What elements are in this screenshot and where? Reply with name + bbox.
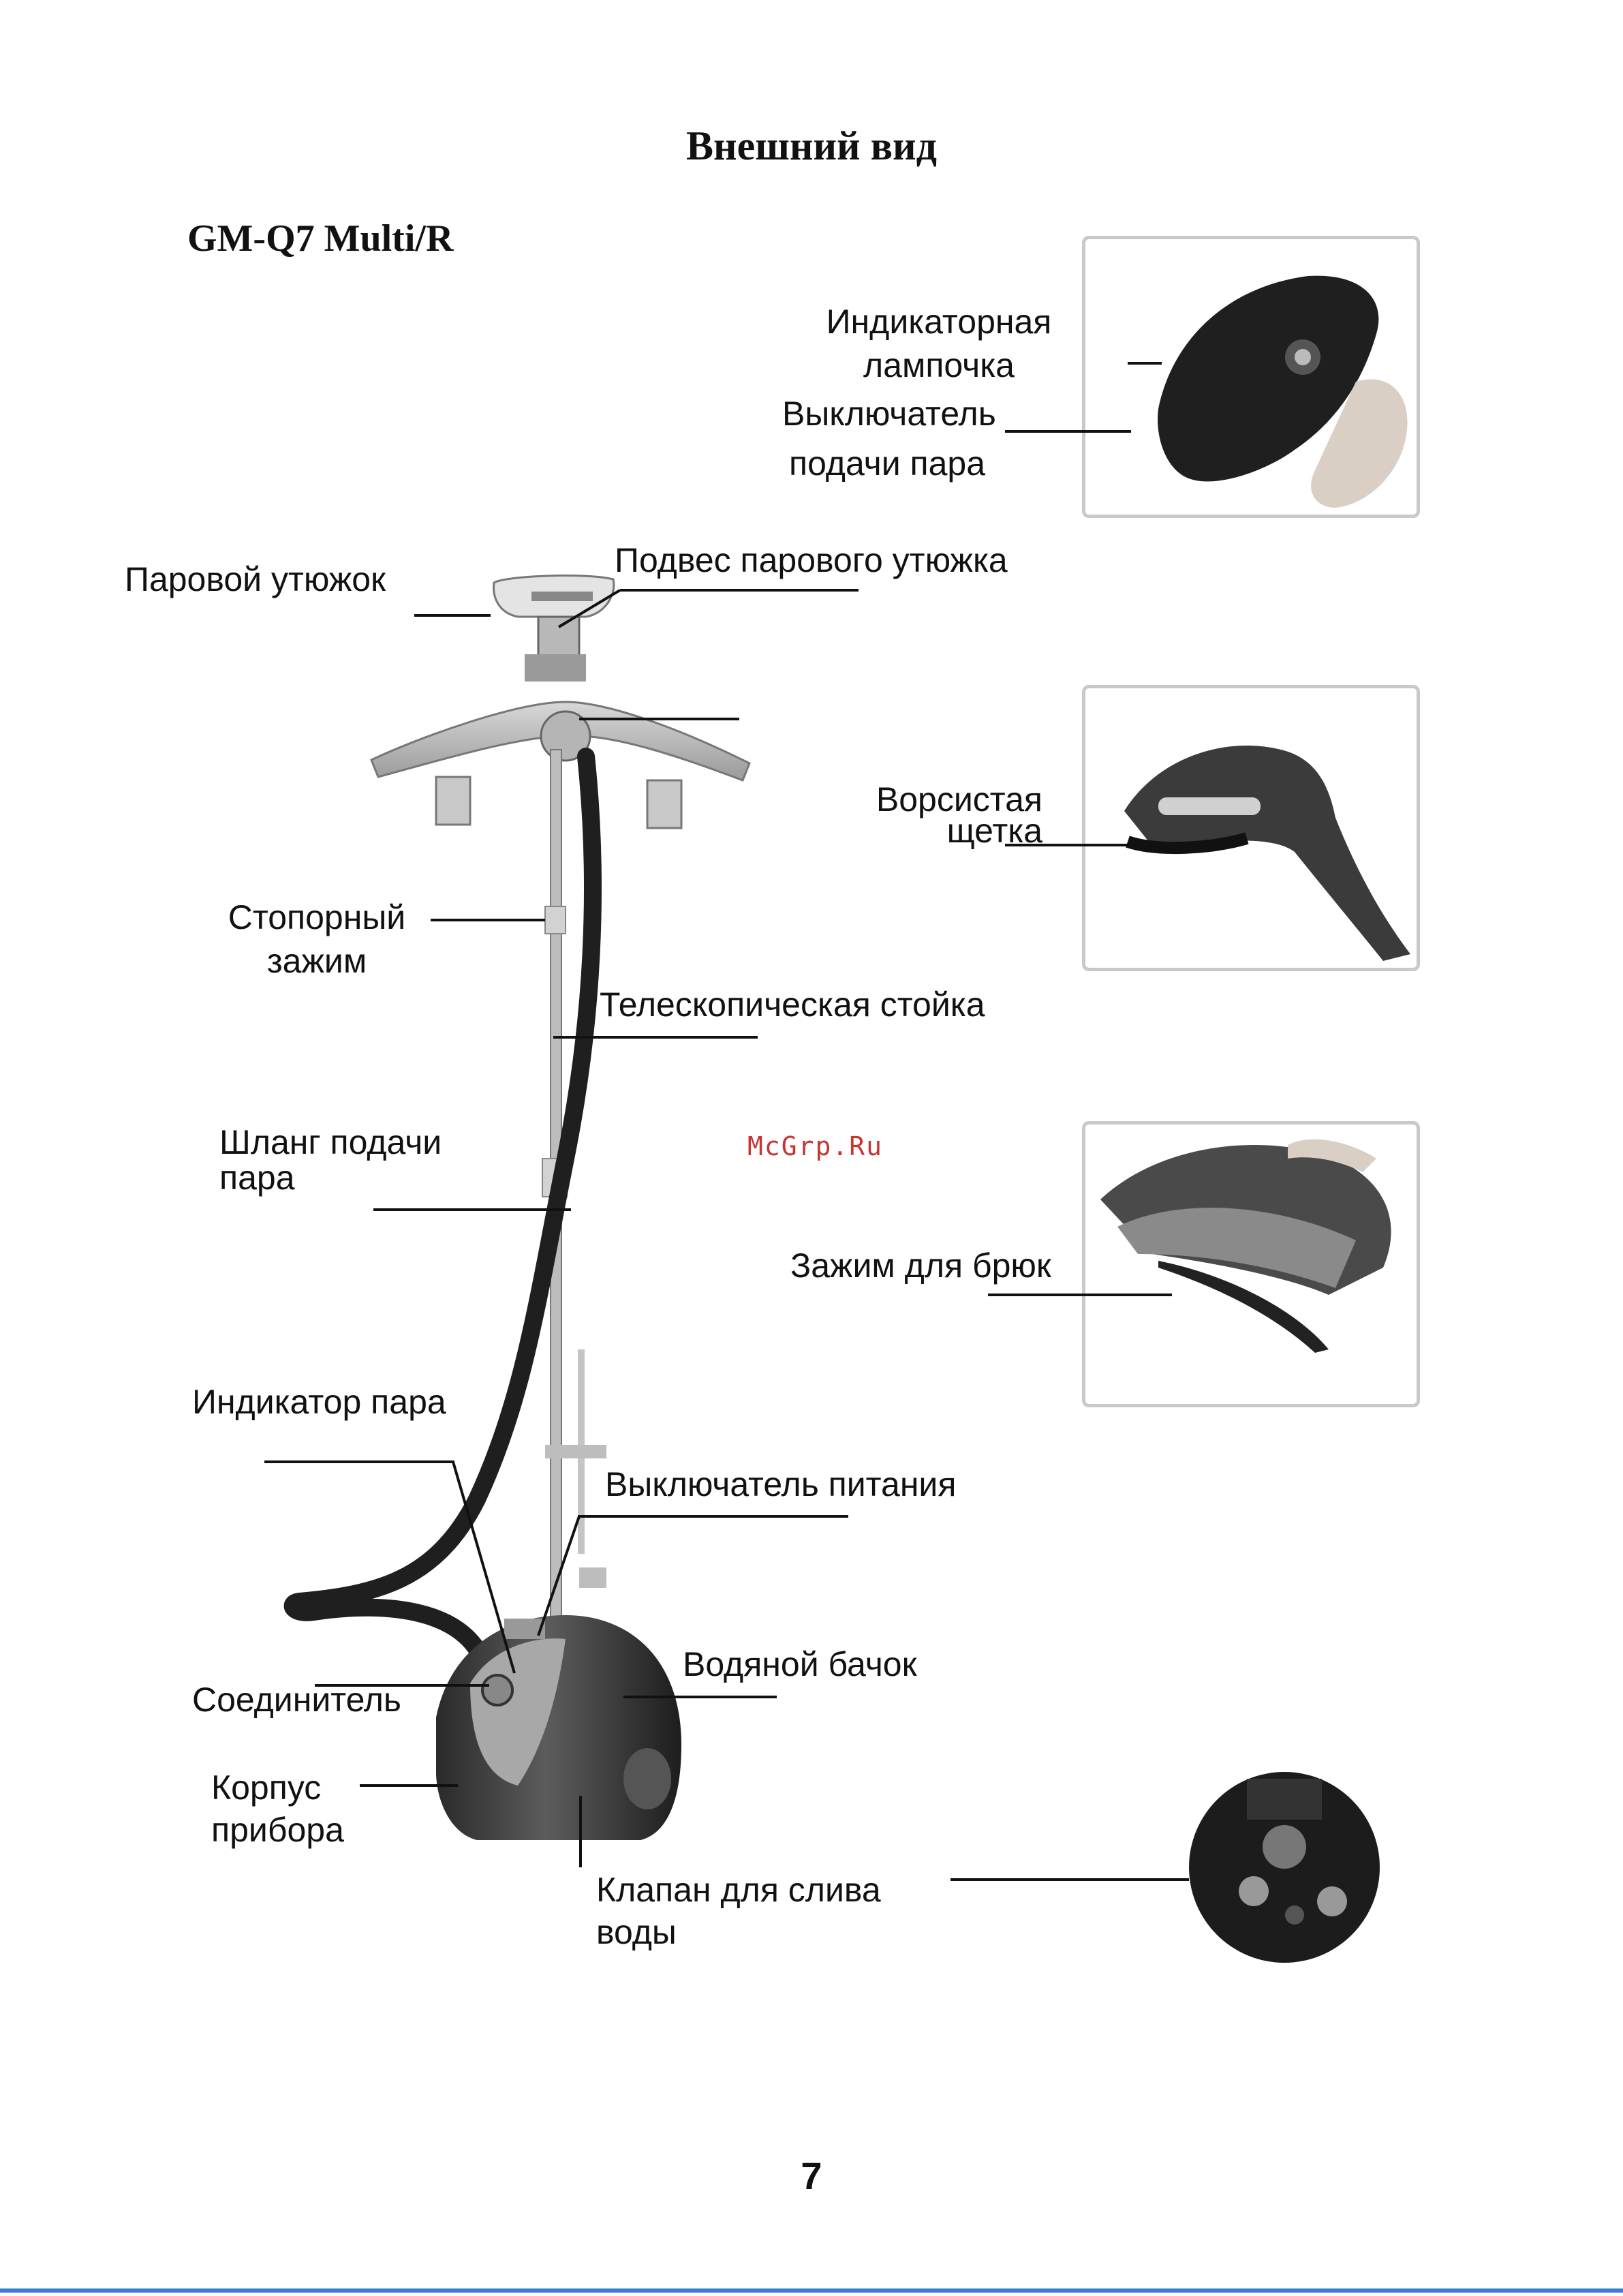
- leader-lines: [264, 362, 1189, 1881]
- label-bristle-brush-text: Ворсистая щетка: [876, 780, 1042, 850]
- label-steam-switch-2: подачи пара: [789, 444, 986, 483]
- brush-photo: [1124, 746, 1410, 961]
- label-power-switch: Выключатель питания: [605, 1465, 957, 1503]
- label-iron-holder: Подвес парового утюжка: [615, 541, 1008, 579]
- model-name: GM-Q7 Multi/R: [187, 217, 454, 260]
- label-steam-indicator: Индикатор пара: [192, 1383, 446, 1421]
- label-stop-clamp-text: Стопорный зажим: [228, 898, 406, 980]
- label-steam-iron: Паровой утюжок: [125, 560, 386, 598]
- label-body: Корпус прибора: [211, 1766, 344, 1851]
- label-indicator-lamp-text: Индикаторная лампочка: [826, 303, 1052, 384]
- footer-rule: [0, 2289, 1623, 2293]
- label-water-tank: Водяной бачок: [683, 1645, 917, 1683]
- drain-valve-photo: [1189, 1772, 1380, 1963]
- page-number: 7: [801, 2154, 822, 2197]
- label-connector: Соединитель: [192, 1681, 401, 1719]
- garment-steamer-drawing: [283, 575, 751, 1840]
- label-steam-hose: Шланг подачи пара: [219, 1124, 442, 1195]
- label-bristle-brush: Ворсистая щетка: [862, 782, 1042, 848]
- trouser-clamp-photo: [1100, 1139, 1391, 1353]
- label-indicator-lamp: Индикаторная лампочка: [803, 300, 1075, 387]
- label-steam-hose-text: Шланг подачи пара: [219, 1123, 442, 1197]
- label-trouser-clamp: Зажим для брюк: [790, 1246, 1051, 1285]
- page-title: Внешний вид: [686, 123, 937, 168]
- label-telescopic-pole: Телескопическая стойка: [600, 985, 985, 1024]
- handheld-iron-photo: [1158, 275, 1408, 508]
- label-stop-clamp: Стопорный зажим: [204, 896, 429, 983]
- label-body-text: Корпус прибора: [211, 1769, 344, 1849]
- watermark: McGrp.Ru: [747, 1131, 884, 1161]
- label-steam-switch: Выключатель: [782, 395, 996, 433]
- label-drain-valve: Клапан для слива воды: [596, 1869, 881, 1953]
- label-drain-valve-text: Клапан для слива воды: [596, 1871, 881, 1951]
